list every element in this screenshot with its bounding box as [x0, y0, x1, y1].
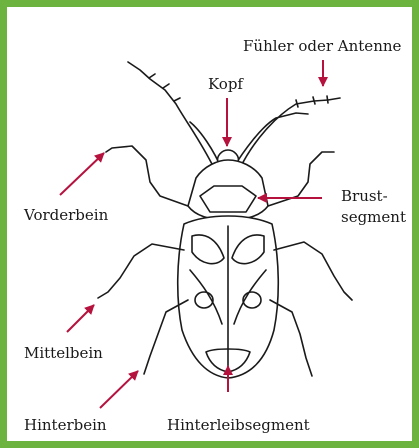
label-midleg: Mittelbein — [24, 344, 103, 362]
right-midleg — [274, 242, 352, 300]
label-foreleg: Vorderbein — [24, 206, 108, 224]
beetle-illustration — [98, 62, 352, 378]
label-head: Kopf — [208, 75, 243, 93]
label-hindleg: Hinterbein — [24, 416, 107, 434]
arrow-midleg — [67, 305, 94, 332]
left-midleg — [98, 244, 184, 298]
arrow-foreleg — [60, 153, 104, 195]
label-thorax-line2: segment — [341, 208, 406, 226]
left-antenna-segment-marks — [149, 74, 180, 101]
label-abdomen: Hinterleibsegment — [167, 416, 310, 434]
left-foreleg — [106, 146, 188, 206]
right-antenna — [240, 98, 340, 168]
thorax — [188, 160, 268, 220]
label-antenna: Fühler oder Antenne — [243, 37, 401, 55]
left-antenna — [128, 62, 214, 168]
label-thorax-line1: Brust- — [341, 187, 388, 205]
arrow-hindleg — [100, 371, 138, 408]
